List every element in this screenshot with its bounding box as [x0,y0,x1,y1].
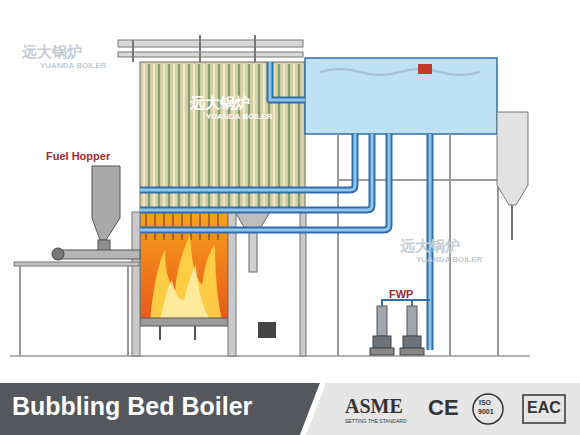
watermark: YUANDA BOILER [206,113,272,122]
logo-banner [300,383,580,435]
header-post [199,35,201,62]
brand-mark [418,64,432,74]
logo-text: EAC [527,399,561,417]
ground-line [10,355,530,357]
iso-seal [473,394,503,424]
inspection-door [258,322,276,338]
platform [14,262,139,266]
watermark: 远大锅炉 [190,95,250,112]
watermark: YUANDA BOILER [416,256,482,265]
screw-feeder [55,250,140,259]
diagram-title: Bubbling Bed Boiler [12,393,252,421]
steam-drum [305,58,497,134]
logo-text: ASME [345,395,403,417]
blue-pipes-highlight [140,62,430,350]
flames [150,235,222,320]
watermark: YUANDA BOILER [40,62,106,71]
fuel-hopper [92,166,120,240]
distributor-plate [140,318,228,326]
logo-text: ISO [479,399,491,407]
logo-text: 9001 [478,408,494,416]
support-column [300,212,306,356]
header-post [132,40,134,62]
header-pipe [118,52,303,57]
logo-text: CE [428,396,459,420]
blue-pipes [140,62,430,350]
support-column [132,212,140,356]
logo-tagline: SETTING THE STANDARD [345,419,407,425]
cyclone [497,112,528,205]
eac-frame [523,395,565,423]
title-banner [0,383,330,435]
watermark: 远大锅炉 [22,44,82,61]
part-label: Fuel Hopper [46,150,110,162]
steel-frame [338,134,498,356]
flames-core [160,265,210,320]
part-label: FWP [389,288,413,300]
support-column [228,212,236,356]
watermark: 远大锅炉 [400,238,460,255]
feed-water-pumps [370,300,430,355]
header-post [254,35,256,62]
ash-pipe [249,232,257,272]
header-pipe [118,40,303,47]
